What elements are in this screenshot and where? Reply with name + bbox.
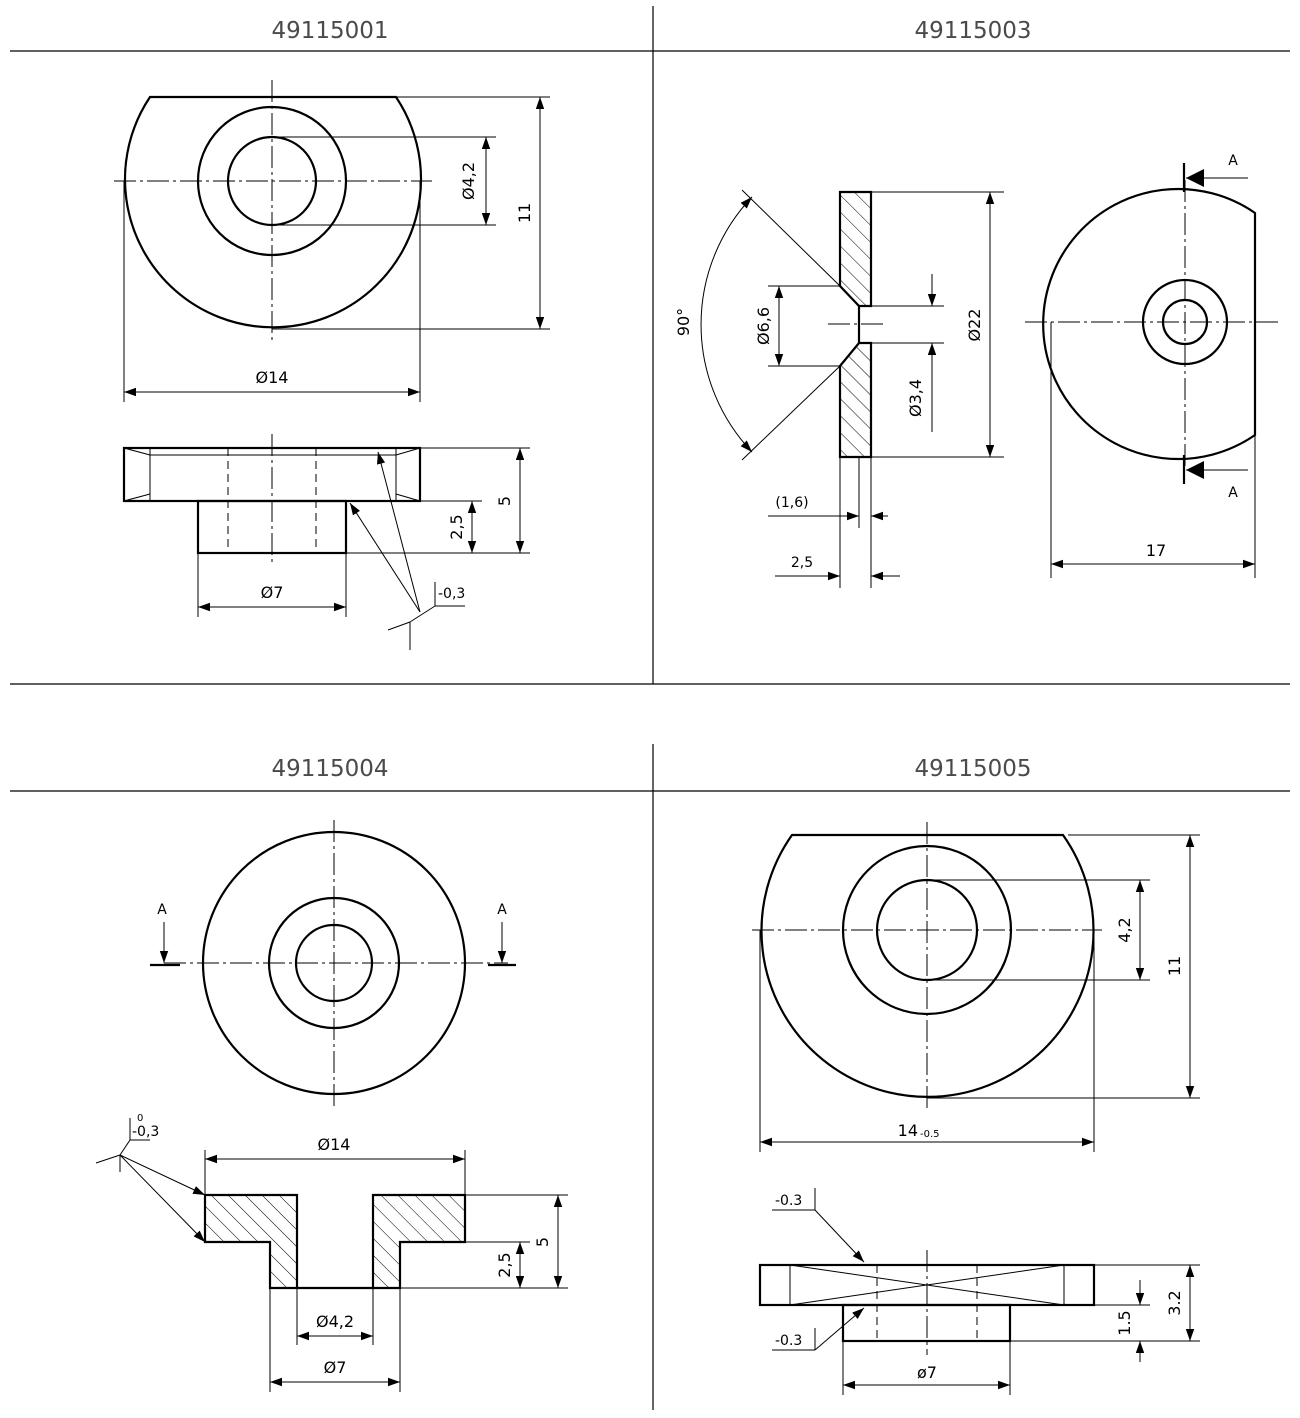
section-marker-right: A bbox=[497, 902, 507, 918]
dim-outer-diameter: Ø14 bbox=[256, 368, 289, 387]
dim-boss-height: 2,5 bbox=[447, 514, 466, 539]
tolerance-note: -0,3 bbox=[132, 1124, 159, 1140]
panel-2-drawing bbox=[700, 163, 1278, 588]
panel-2-labels: 90° Ø6,6 Ø3,4 Ø22 (1,6) 2,5 17 A A bbox=[674, 153, 1238, 571]
dim-total-height: 5 bbox=[495, 496, 514, 506]
panel-3-drawing bbox=[95, 820, 568, 1392]
panel-4-labels: 4,2 11 14 -0.5 -0.3 -0.3 3.2 1.5 ø7 bbox=[775, 917, 1184, 1382]
tolerance-note: -0,3 bbox=[438, 586, 465, 602]
dim-boss-diameter: Ø7 bbox=[261, 583, 284, 602]
tolerance-bottom: -0.3 bbox=[775, 1333, 802, 1349]
dim-boss-diameter: ø7 bbox=[917, 1363, 937, 1382]
dim-thickness: 2,5 bbox=[791, 555, 813, 571]
panel-frame bbox=[10, 6, 1290, 1410]
tolerance-top: -0.3 bbox=[775, 1193, 802, 1209]
dim-countersink-diameter: Ø6,6 bbox=[754, 307, 773, 345]
dim-width: 14 bbox=[898, 1121, 918, 1140]
dim-total-height: 5 bbox=[533, 1237, 552, 1247]
panel-title-1: 49115001 bbox=[271, 18, 388, 44]
panel-title-3: 49115004 bbox=[271, 756, 388, 782]
dim-boss-diameter: Ø7 bbox=[324, 1358, 347, 1377]
section-marker-top: A bbox=[1228, 153, 1238, 169]
dim-width-tolerance: -0.5 bbox=[920, 1129, 940, 1140]
panel-title-4: 49115005 bbox=[914, 756, 1031, 782]
tolerance-upper: 0 bbox=[137, 1113, 143, 1124]
panel-title-2: 49115003 bbox=[914, 18, 1031, 44]
dim-outer-diameter: Ø22 bbox=[965, 309, 984, 342]
dim-boss-height: 2,5 bbox=[495, 1252, 514, 1277]
panel-4-drawing bbox=[752, 822, 1200, 1395]
dim-outer-diameter: Ø14 bbox=[318, 1135, 351, 1154]
dim-bore: 4,2 bbox=[1115, 917, 1134, 942]
dim-countersink-angle: 90° bbox=[674, 308, 693, 336]
dim-bore-diameter: Ø4,2 bbox=[316, 1312, 354, 1331]
panel-1-drawing bbox=[114, 80, 550, 650]
section-marker-left: A bbox=[157, 902, 167, 918]
section-marker-bottom: A bbox=[1228, 485, 1238, 501]
dim-boss-height: 1.5 bbox=[1115, 1310, 1134, 1335]
dim-reference-thickness: (1,6) bbox=[775, 495, 808, 511]
dim-hole-diameter: Ø3,4 bbox=[906, 379, 925, 417]
dim-bore-diameter: Ø4,2 bbox=[459, 162, 478, 200]
dim-width: 17 bbox=[1146, 541, 1166, 560]
dim-total-height: 3.2 bbox=[1165, 1290, 1184, 1315]
dim-height: 11 bbox=[515, 203, 534, 223]
panel-3-labels: A A 0 -0,3 Ø14 5 2,5 Ø4,2 Ø7 bbox=[132, 902, 552, 1377]
dim-height: 11 bbox=[1165, 956, 1184, 976]
panel-1-labels: Ø4,2 11 Ø14 5 2,5 Ø7 -0,3 bbox=[256, 162, 534, 602]
